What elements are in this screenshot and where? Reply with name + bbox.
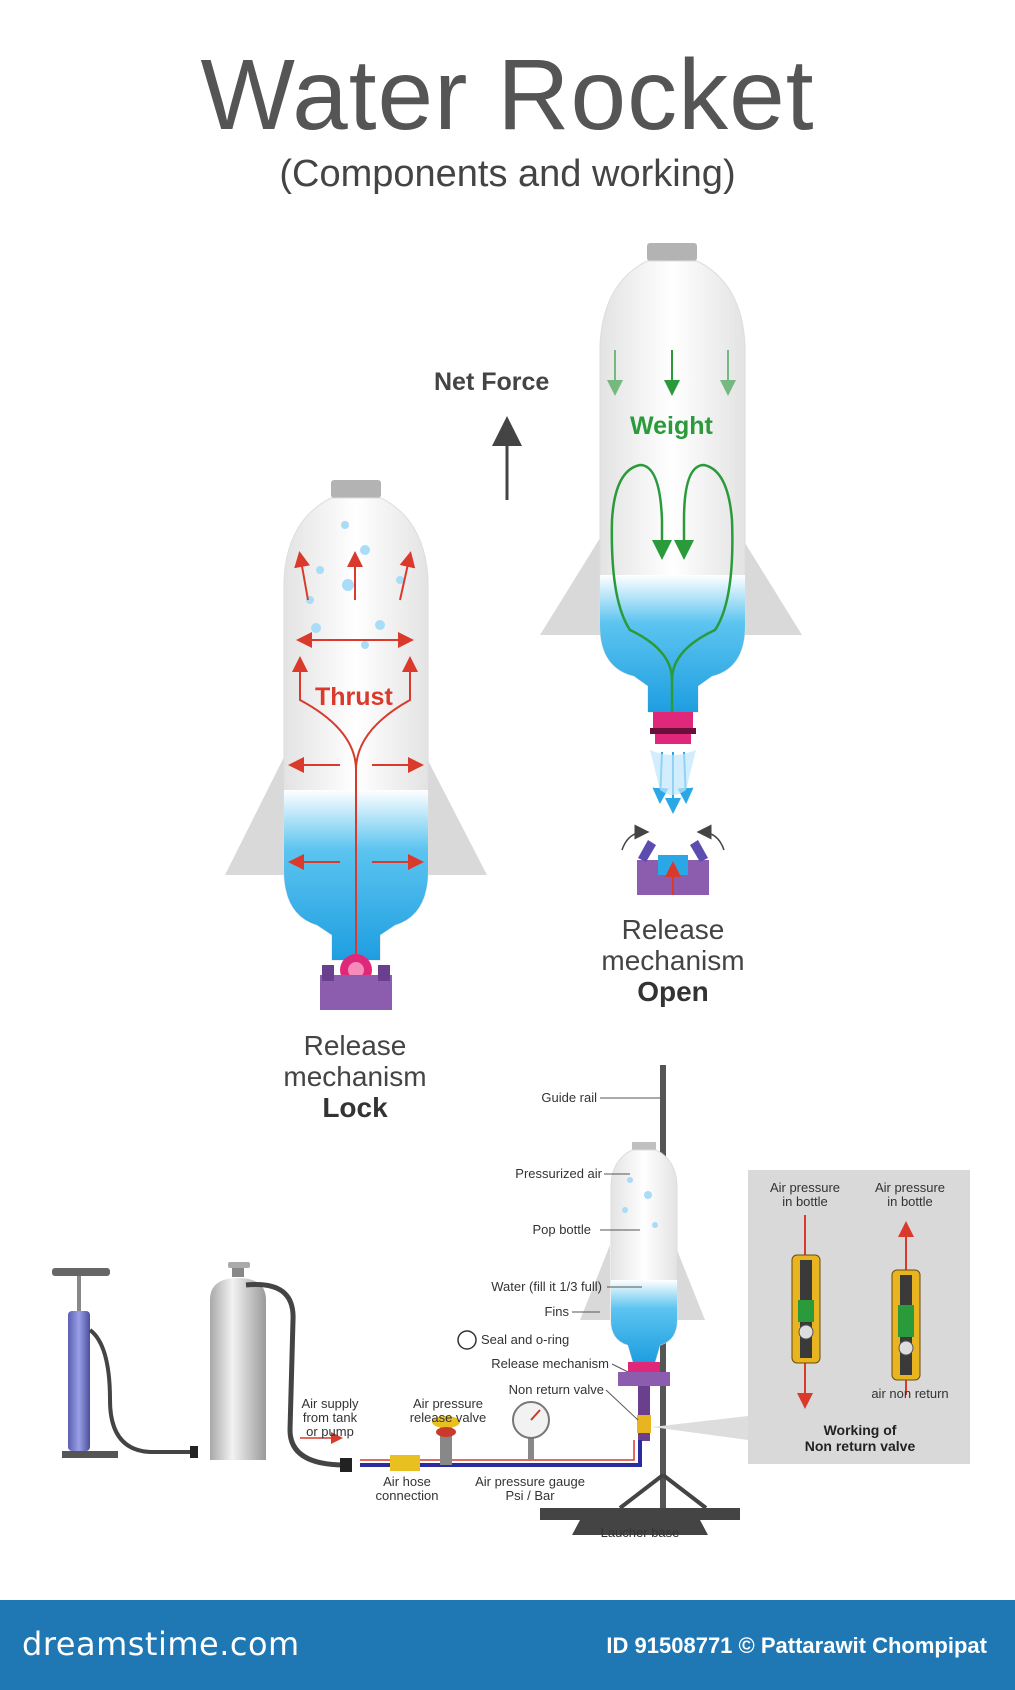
right-rocket-fin <box>540 530 605 635</box>
thrust-arrows <box>288 551 424 960</box>
right-release-line2: mechanism <box>601 945 745 976</box>
inset-callout <box>652 1416 748 1440</box>
right-release-state: Open <box>637 976 709 1007</box>
air-non-return-label: air non return <box>871 1386 949 1401</box>
valve-diagram-left <box>791 1215 821 1409</box>
seal-label: Seal and o-ring <box>481 1332 570 1347</box>
right-release-caption: Release mechanism Open <box>573 914 773 1007</box>
release-valve-line2: release valve <box>409 1410 487 1425</box>
inset-left-line1: Air pressure <box>769 1180 841 1195</box>
air-bubbles <box>306 521 404 649</box>
label-leaders <box>572 1097 660 1421</box>
footer-logo: dreamstime.com <box>22 1625 300 1663</box>
hose-label: Air hose connection <box>367 1475 447 1503</box>
left-rocket-fin <box>225 745 290 875</box>
guide-rail-label: Guide rail <box>541 1090 597 1105</box>
non-return-valve-inset <box>748 1170 970 1464</box>
left-rocket <box>225 480 487 1010</box>
footer-bar <box>0 1600 1015 1690</box>
thrust-label: Thrust <box>315 683 393 711</box>
inset-caption: Working of Non return valve <box>760 1422 960 1454</box>
gauge-label: Air pressure gauge Psi / Bar <box>465 1475 595 1503</box>
hose-line2: connection <box>375 1488 439 1503</box>
water-label: Water (fill it 1/3 full) <box>491 1279 602 1294</box>
air-supply-line1: Air supply <box>301 1396 359 1411</box>
right-bottle-water <box>600 575 745 712</box>
pop-bottle-label: Pop bottle <box>532 1222 591 1237</box>
inset-right-label: Air pressure in bottle <box>860 1181 960 1209</box>
left-rocket-fin <box>420 745 487 875</box>
non-return-valve-label: Non return valve <box>508 1382 604 1397</box>
right-bottle-cap <box>647 243 697 261</box>
air-tank <box>210 1262 352 1472</box>
left-bottle-cap <box>331 480 381 498</box>
air-supply-label: Air supply from tank or pump <box>290 1397 370 1439</box>
air-supply-line2: from tank <box>302 1410 358 1425</box>
right-rocket <box>492 243 802 895</box>
release-mechanism-open <box>621 824 725 895</box>
air-supply-line3: or pump <box>306 1424 354 1439</box>
hose-line1: Air hose <box>383 1474 431 1489</box>
release-valve-line1: Air pressure <box>412 1396 484 1411</box>
valve-diagram-right <box>891 1221 921 1395</box>
weight-arrows <box>607 350 736 720</box>
pressurized-air-label: Pressurized air <box>515 1166 602 1181</box>
air-pump <box>52 1268 198 1458</box>
inset-caption-line2: Non return valve <box>804 1438 916 1454</box>
page-title: Water Rocket <box>200 39 815 151</box>
weight-label: Weight <box>630 412 713 440</box>
footer-credit: ID 91508771 © Pattarawit Chompipat <box>606 1633 987 1658</box>
gauge-line1: Air pressure gauge <box>475 1474 585 1489</box>
gauge-line2: Psi / Bar <box>505 1488 555 1503</box>
release-mechanism-lock <box>320 954 392 1010</box>
inset-right-line1: Air pressure <box>874 1180 946 1195</box>
left-release-state: Lock <box>322 1092 388 1123</box>
inset-left-label: Air pressure in bottle <box>755 1181 855 1209</box>
page-subtitle: (Components and working) <box>279 153 736 195</box>
nozzle-open <box>650 712 696 744</box>
inset-caption-line1: Working of <box>823 1422 897 1438</box>
seal-o-ring-icon <box>457 1330 477 1350</box>
base-label: Laucher base <box>600 1525 680 1540</box>
inset-left-line2: in bottle <box>782 1194 828 1209</box>
release-mechanism-label: Release mechanism <box>491 1356 609 1371</box>
launcher-assembly <box>360 1065 740 1535</box>
left-release-caption: Release mechanism Lock <box>255 1030 455 1123</box>
inset-right-line2: in bottle <box>887 1194 933 1209</box>
release-valve-label: Air pressure release valve <box>398 1397 498 1425</box>
right-release-line1: Release <box>621 914 725 945</box>
launcher-base <box>540 1508 740 1535</box>
net-force-label: Net Force <box>434 368 550 396</box>
right-rocket-fin <box>737 530 802 635</box>
left-release-line1: Release <box>303 1030 407 1061</box>
fins-label: Fins <box>544 1304 569 1319</box>
left-release-line2: mechanism <box>283 1061 427 1092</box>
